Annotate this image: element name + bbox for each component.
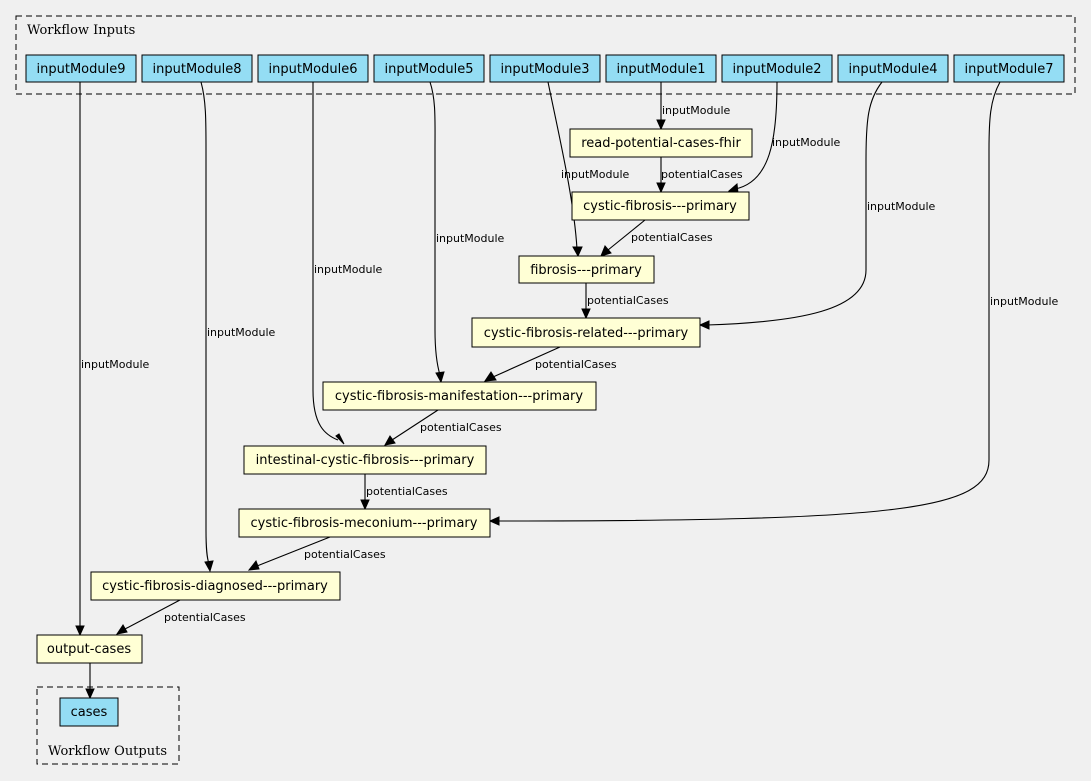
node-cystic-fibrosis-manifestation-primary[interactable] [322,381,597,411]
node-read-potential-cases-fhir[interactable] [569,128,753,158]
node-inputModule1[interactable] [605,54,717,83]
edge-input6-intestinal [312,82,339,441]
node-intestinal-cystic-fibrosis-primary[interactable] [243,445,487,475]
node-inputModule7[interactable] [953,54,1065,83]
edge-label-man-int: potentialCases [420,421,502,434]
arrow-head [360,499,370,511]
edge-label-dia-out: potentialCases [164,611,246,624]
edge-label-read-cf: potentialCases [661,168,743,181]
node-inputModule6-label: inputModule6 [269,62,358,77]
workflow-inputs-cluster [15,15,1076,95]
node-inputModule8-label: inputModule8 [153,62,242,77]
node-output-cases-label: output-cases [47,642,131,657]
edge-label-input2: inputModule [772,136,841,149]
edge-label-input6: inputModule [314,263,383,276]
node-output-cases[interactable] [36,634,143,664]
node-cystic-fibrosis-primary[interactable] [571,191,750,221]
edge-label-input9: inputModule [81,358,150,371]
arrow-head [484,371,497,382]
node-fibrosis-primary-label: fibrosis---primary [530,263,642,278]
step-nodes: read-potential-cases-fhir cystic-fibrosi… [36,128,753,664]
node-cystic-fibrosis-diagnosed-primary[interactable] [90,571,341,601]
node-cases-label: cases [71,705,108,720]
node-inputModule9[interactable] [25,54,137,83]
edge-label-input3: inputModule [561,168,630,181]
arrow-head [335,433,345,445]
node-inputModule4-label: inputModule4 [849,62,938,77]
arrow-head [656,182,666,194]
edge-meconium-diagnosed [256,536,331,567]
output-nodes: cases [59,697,119,727]
arrow-head [656,119,666,131]
node-fibrosis-primary[interactable] [518,255,655,284]
workflow-inputs-label: Workflow Inputs [27,23,135,38]
edges: inputModule potentialCases inputModule i… [75,81,1059,700]
node-cystic-fibrosis-related-primary-label: cystic-fibrosis-related---primary [484,326,689,341]
arrow-head [435,371,445,384]
arrow-head [581,308,591,320]
edge-diagnosed-output [124,599,181,630]
edge-label-input7: inputModule [990,295,1059,308]
node-inputModule3[interactable] [489,54,601,83]
edge-manifestation-intestinal [391,409,439,441]
node-cystic-fibrosis-diagnosed-primary-label: cystic-fibrosis-diagnosed---primary [102,579,328,594]
edge-input7-meconium [496,81,1001,522]
node-cystic-fibrosis-meconium-primary-label: cystic-fibrosis-meconium---primary [251,516,478,531]
node-inputModule2[interactable] [721,54,833,83]
arrow-head [204,560,214,573]
arrow-head [115,624,128,635]
node-read-potential-cases-fhir-label: read-potential-cases-fhir [581,136,741,151]
edge-input4-related [706,81,883,326]
node-inputModule6[interactable] [257,54,369,83]
node-inputModule5[interactable] [373,54,485,83]
edge-input2-cfprimary [734,81,778,190]
edge-input8-diagnosed [200,81,210,565]
node-cystic-fibrosis-manifestation-primary-label: cystic-fibrosis-manifestation---primary [335,389,584,404]
edge-cfprimary-fibrosis [607,219,646,251]
edge-label-input5: inputModule [436,232,505,245]
edge-label-input4: inputModule [867,200,936,213]
node-cases[interactable] [59,697,119,727]
node-inputModule8[interactable] [141,54,253,83]
workflow-outputs-label: Workflow Outputs [48,744,167,759]
edge-related-manifestation [492,346,561,378]
node-inputModule1-label: inputModule1 [617,62,706,77]
arrow-head [247,559,260,571]
edge-label-input1: inputModule [662,104,731,117]
node-cystic-fibrosis-primary-label: cystic-fibrosis---primary [583,199,737,214]
node-inputModule3-label: inputModule3 [501,62,590,77]
node-intestinal-cystic-fibrosis-primary-label: intestinal-cystic-fibrosis---primary [256,453,475,468]
input-nodes: inputModule9 inputModule8 inputModule6 i… [25,54,1065,83]
edge-label-fib-rel: potentialCases [587,294,669,307]
edge-label-cf-fib: potentialCases [631,231,713,244]
arrow-head [600,245,612,257]
node-inputModule5-label: inputModule5 [385,62,474,77]
edge-input3-fibrosis [547,81,578,250]
node-inputModule7-label: inputModule7 [965,62,1054,77]
node-inputModule9-label: inputModule9 [37,62,126,77]
workflow-outputs-cluster [36,686,180,765]
edge-label-int-mec: potentialCases [366,485,448,498]
arrow-head [384,435,396,446]
arrow-head [698,320,710,330]
node-inputModule2-label: inputModule2 [733,62,822,77]
edge-label-rel-man: potentialCases [535,358,617,371]
node-cystic-fibrosis-meconium-primary[interactable] [238,508,491,538]
edge-label-mec-dia: potentialCases [304,548,386,561]
arrow-head [488,516,500,526]
node-inputModule4[interactable] [837,54,949,83]
edge-label-input8: inputModule [207,326,276,339]
edge-input5-manifestation [429,81,441,376]
node-cystic-fibrosis-related-primary[interactable] [471,317,701,348]
arrow-head [75,625,85,637]
arrow-head [85,688,95,700]
arrow-head [572,246,583,258]
